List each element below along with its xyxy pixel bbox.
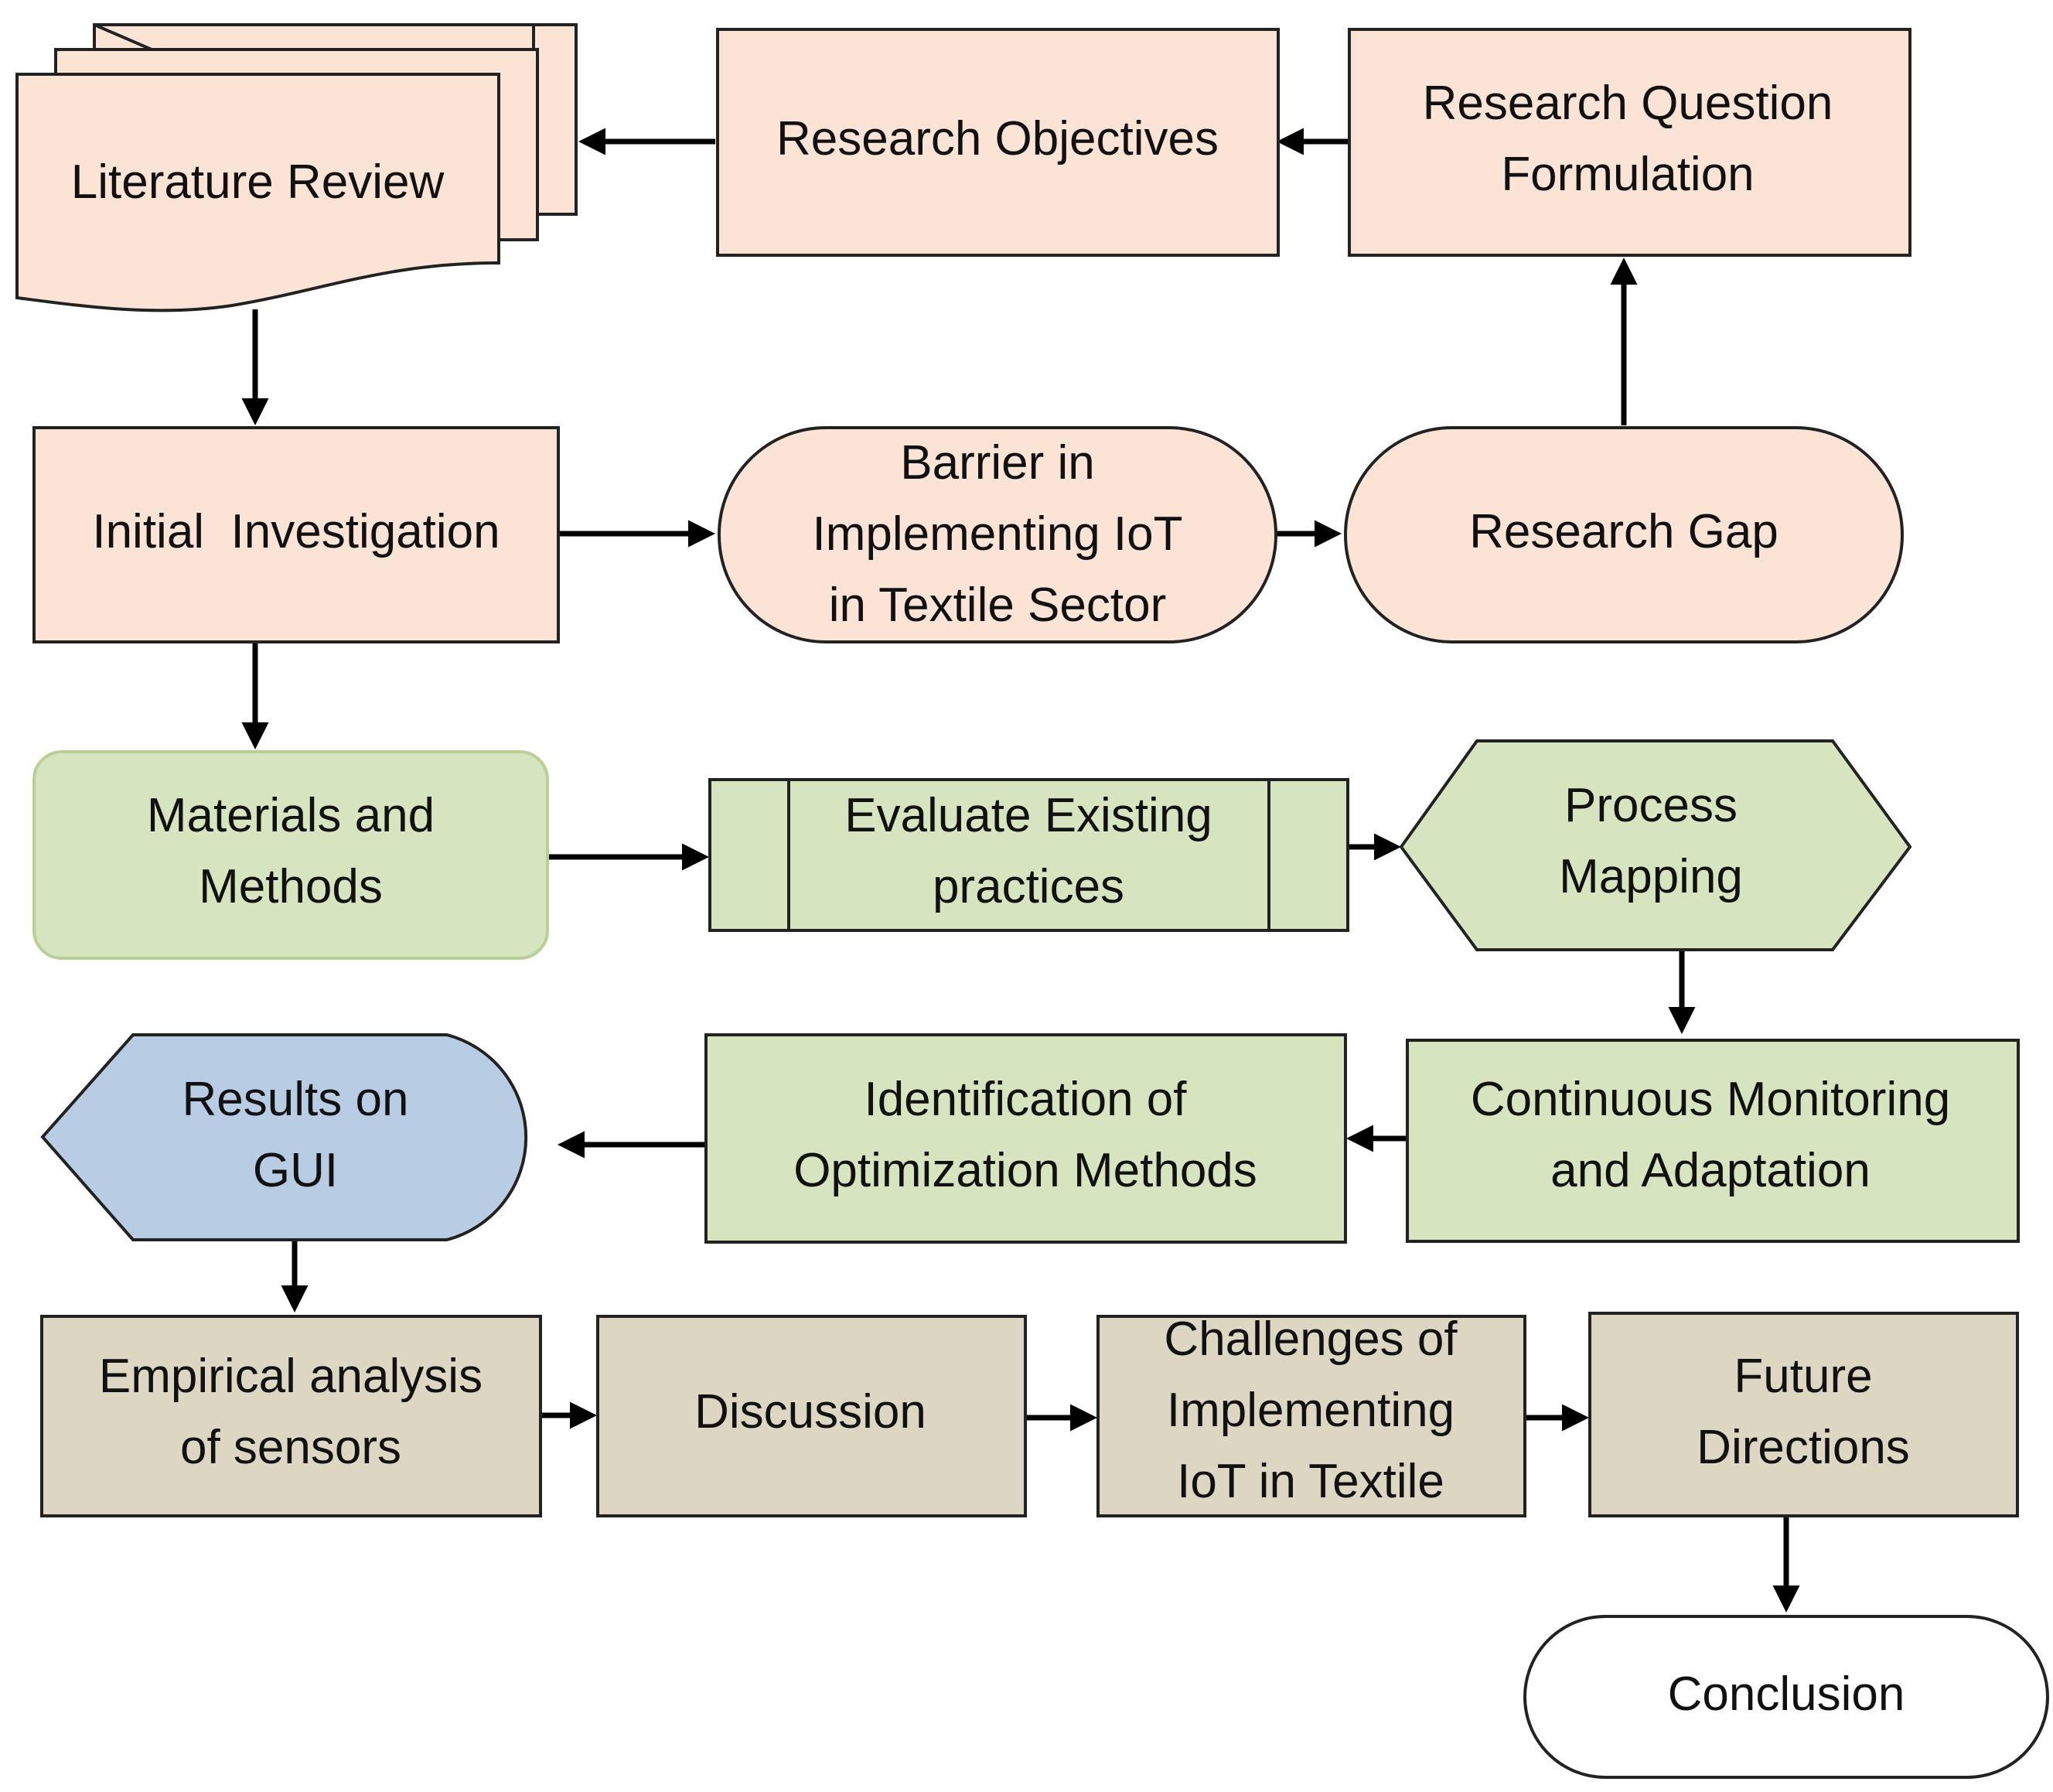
identification-label-line-1: Identification of <box>864 1073 1187 1126</box>
initial-investigation-label-line-1: Initial Investigation <box>92 505 500 558</box>
barrier-label: Barrier in Implementing IoT in Textile Sec… <box>813 436 1183 632</box>
literature-review-label-line-1: Literature Review <box>71 155 445 209</box>
conclusion-label-line-1: Conclusion <box>1668 1667 1905 1721</box>
barrier-label-line-3: in Textile Sector <box>829 579 1167 632</box>
challenges-label-line-2: Implementing <box>1167 1384 1454 1437</box>
empirical-analysis-label-line-2: of sensors <box>180 1421 401 1474</box>
research-gap-terminator <box>1344 426 1904 643</box>
continuous-monitoring-label-line-2: and Adaptation <box>1550 1144 1871 1197</box>
future-directions-label-line-2: Directions <box>1697 1421 1910 1474</box>
identification-label-line-2: Optimization Methods <box>793 1144 1257 1197</box>
barrier-label-line-2: Implementing IoT <box>813 507 1183 561</box>
identification-node: Identification of Optimization Methods <box>704 1033 1347 1244</box>
challenges-label-line-1: Challenges of <box>1164 1312 1458 1366</box>
research-question-label-line-1: Research Question <box>1423 77 1833 130</box>
research-objectives-node: Research Objectives <box>716 28 1280 257</box>
literature-review-node: Literature Review <box>15 23 578 312</box>
challenges-box <box>1096 1315 1526 1517</box>
literature-review-page-front <box>15 73 500 312</box>
conclusion-node: Conclusion <box>1523 1615 2049 1779</box>
empirical-analysis-box <box>40 1315 542 1517</box>
conclusion-label: Conclusion <box>1668 1667 1905 1721</box>
future-directions-box <box>1588 1312 2019 1517</box>
discussion-label-line-1: Discussion <box>694 1385 926 1439</box>
evaluate-practices-label-line-1: Evaluate Existing <box>844 789 1212 842</box>
barrier-terminator <box>718 426 1277 643</box>
results-gui-label-line-2: GUI <box>253 1144 338 1197</box>
initial-investigation-label: Initial Investigation <box>92 505 500 558</box>
process-mapping-label-line-2: Mapping <box>1559 850 1743 903</box>
discussion-box <box>596 1315 1027 1517</box>
process-mapping-label-line-1: Process <box>1564 779 1738 832</box>
empirical-analysis-node: Empirical analysis of sensors <box>40 1315 542 1517</box>
continuous-monitoring-label: Continuous Monitoring and Adaptation <box>1471 1073 1950 1197</box>
identification-label: Identification of Optimization Methods <box>793 1073 1257 1197</box>
connectors <box>241 128 1800 1613</box>
challenges-label-line-3: IoT in Textile <box>1177 1455 1444 1508</box>
research-gap-label-line-1: Research Gap <box>1469 505 1778 558</box>
initial-investigation-box <box>32 426 560 643</box>
discussion-node: Discussion <box>596 1315 1027 1517</box>
evaluate-practices-label-line-2: practices <box>933 860 1124 913</box>
materials-methods-label-line-1: Materials and <box>147 789 435 842</box>
continuous-monitoring-box <box>1406 1039 2020 1243</box>
process-mapping-hexagon <box>1399 739 1912 951</box>
future-directions-label-line-1: Future <box>1734 1350 1872 1403</box>
research-gap-label: Research Gap <box>1469 505 1778 558</box>
barrier-node: Barrier in Implementing IoT in Textile Sec… <box>718 426 1277 643</box>
research-question-label-line-2: Formulation <box>1501 148 1754 201</box>
continuous-monitoring-node: Continuous Monitoring and Adaptation <box>1406 1039 2020 1243</box>
results-gui-node: Results on GUI <box>40 1033 528 1241</box>
identification-box <box>704 1033 1347 1244</box>
empirical-analysis-label: Empirical analysis of sensors <box>99 1350 483 1474</box>
research-gap-node: Research Gap <box>1344 426 1904 643</box>
discussion-label: Discussion <box>694 1385 926 1439</box>
results-gui-label: Results on GUI <box>182 1073 409 1197</box>
evaluate-practices-node: Evaluate Existing practices <box>708 778 1349 932</box>
research-objectives-box <box>716 28 1280 257</box>
evaluate-practices-box <box>708 778 1349 932</box>
results-gui-display-shape <box>40 1033 528 1241</box>
barrier-label-line-1: Barrier in <box>900 436 1095 490</box>
materials-methods-box <box>32 750 549 960</box>
empirical-analysis-label-line-1: Empirical analysis <box>99 1350 483 1403</box>
results-gui-label-line-1: Results on <box>182 1073 409 1126</box>
conclusion-terminator <box>1523 1615 2049 1779</box>
research-objectives-label: Research Objectives <box>776 112 1219 166</box>
research-question-box <box>1348 28 1911 257</box>
evaluate-practices-label: Evaluate Existing practices <box>844 789 1212 913</box>
initial-investigation-node: Initial Investigation <box>32 426 560 643</box>
research-objectives-label-line-1: Research Objectives <box>776 112 1219 166</box>
literature-review-label: Literature Review <box>71 155 445 209</box>
materials-methods-label-line-2: Methods <box>199 860 383 913</box>
continuous-monitoring-label-line-1: Continuous Monitoring <box>1471 1073 1950 1126</box>
